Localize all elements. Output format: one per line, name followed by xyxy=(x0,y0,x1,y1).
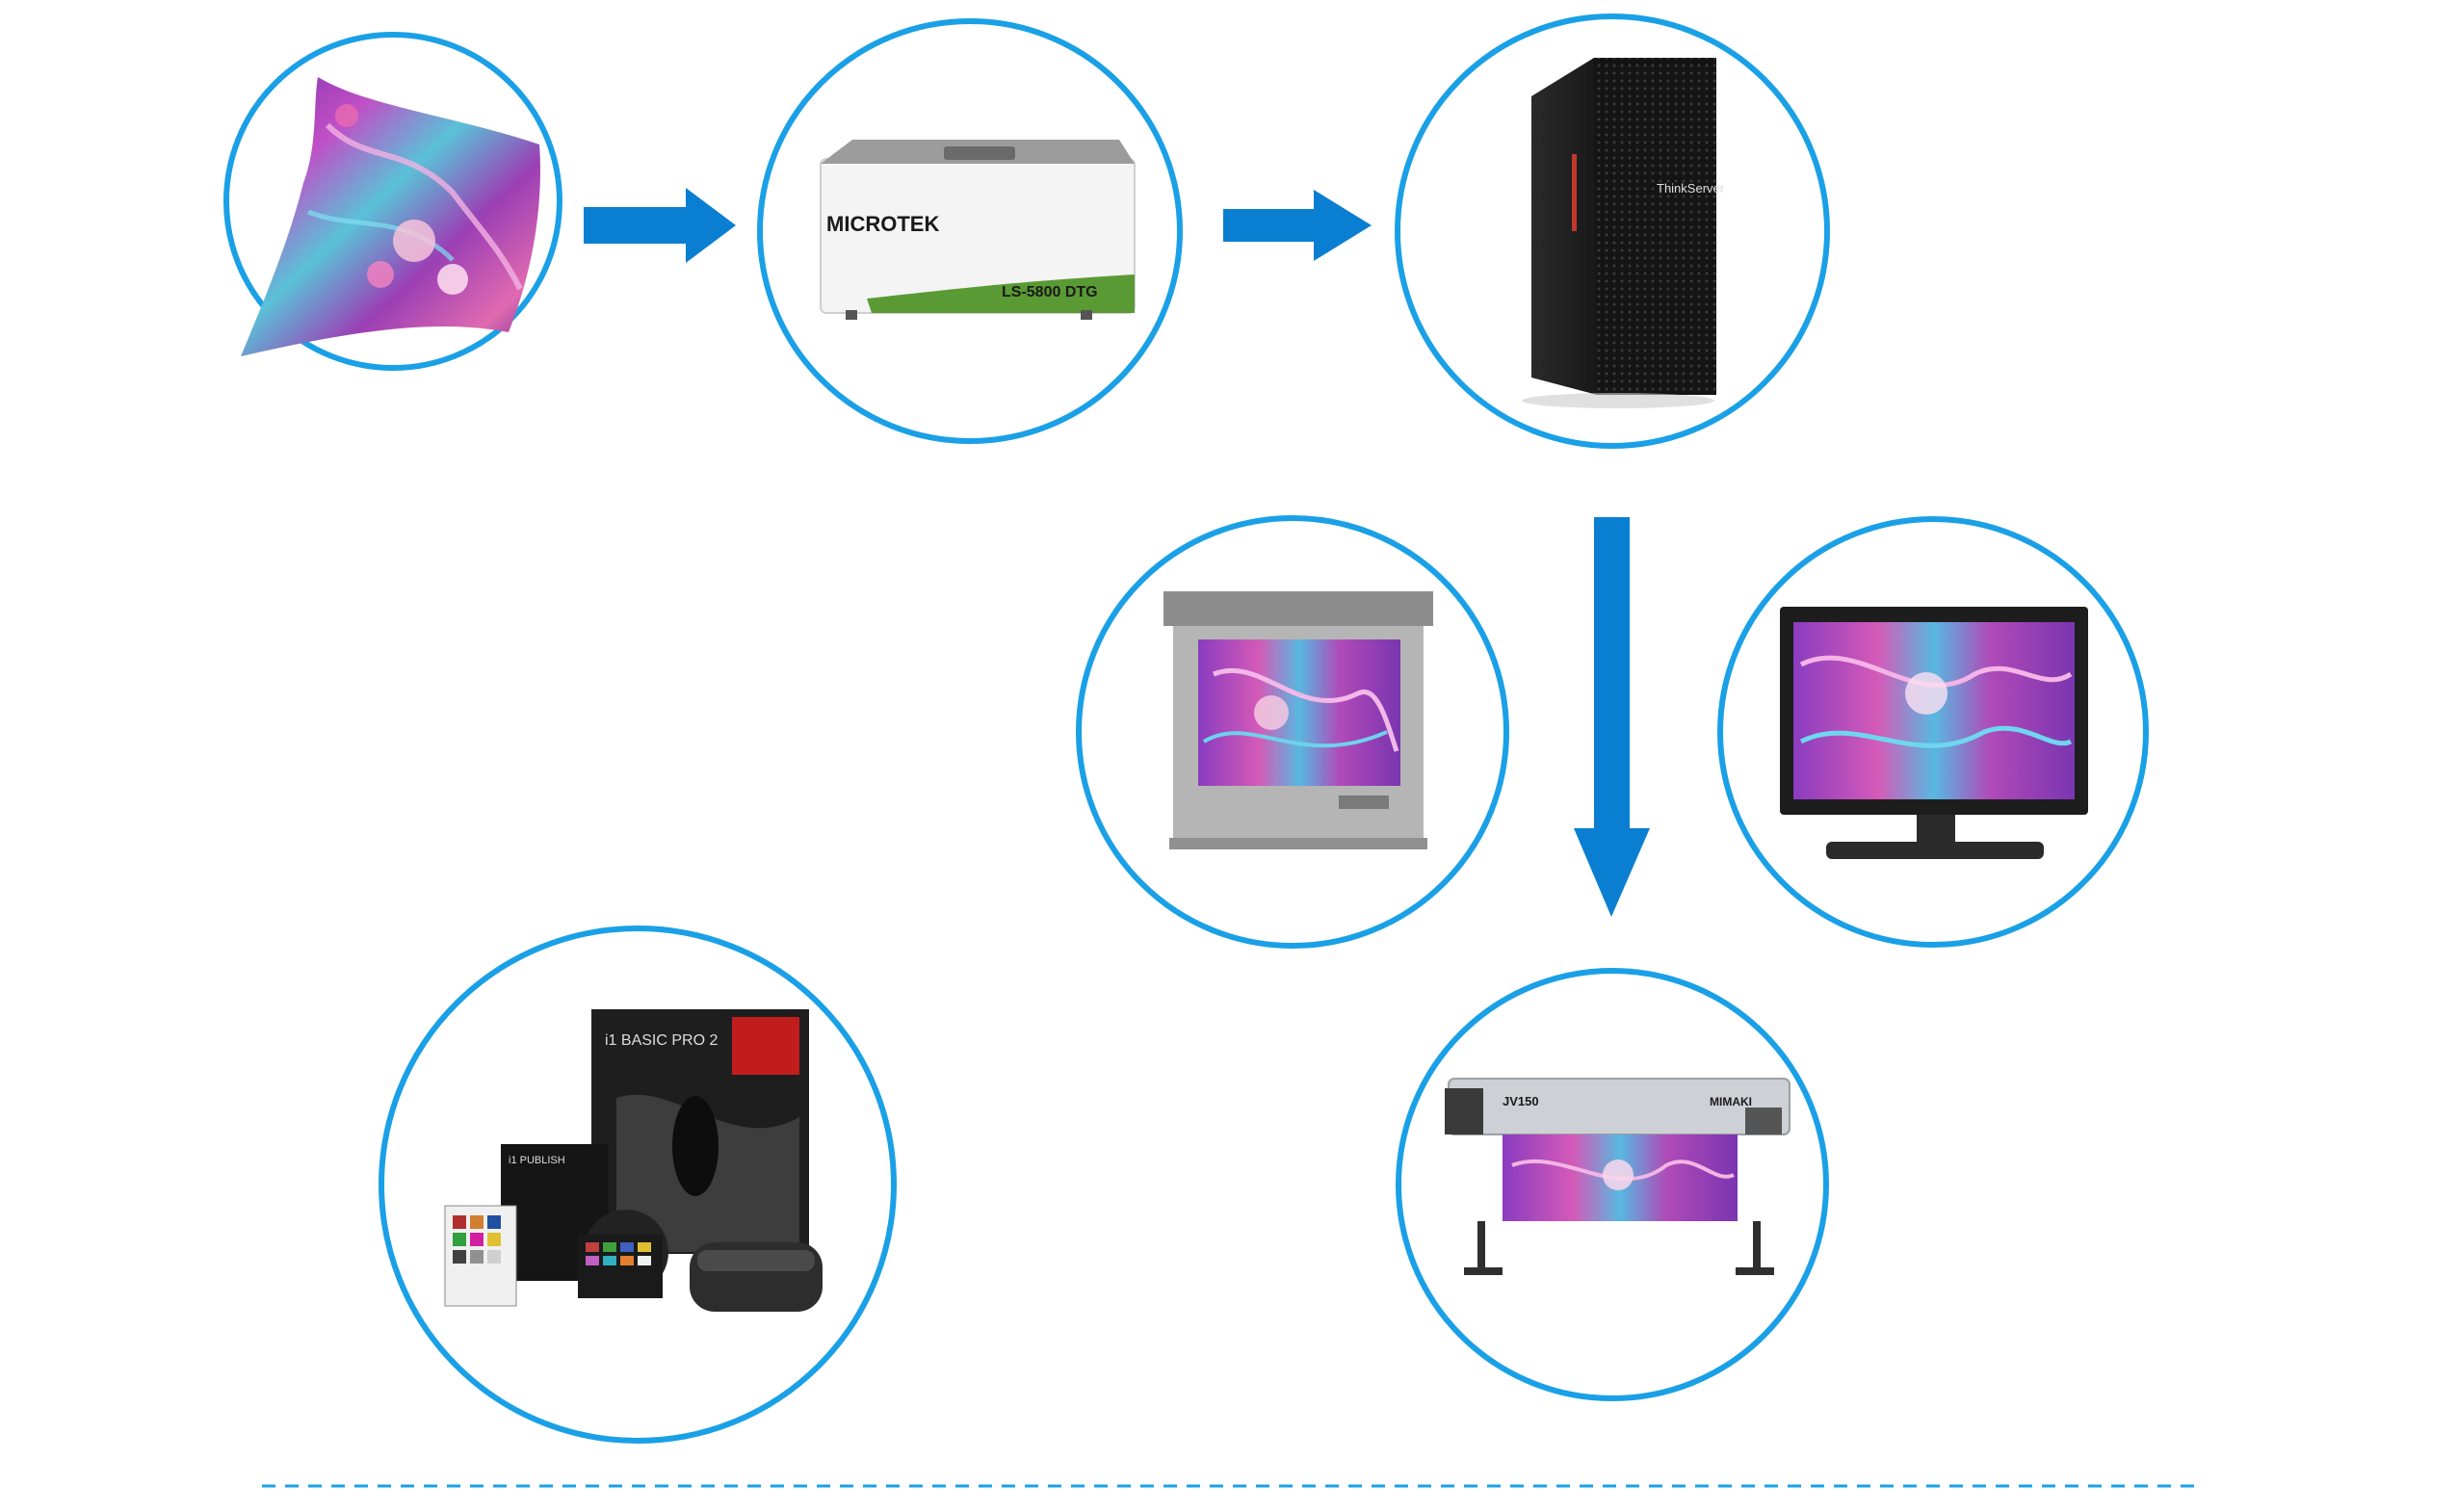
arrow-scanner-to-server xyxy=(1223,190,1372,261)
server-brand-label: ThinkServer xyxy=(1657,181,1725,196)
printer-brand-label: JV150 xyxy=(1503,1094,1539,1108)
printer-maker-label: MIMAKI xyxy=(1710,1095,1752,1108)
printed-fabric-icon xyxy=(241,77,540,356)
kit-box-title: i1 BASIC PRO 2 xyxy=(605,1032,718,1049)
kit-sub-box-title: i1 PUBLISH xyxy=(509,1155,565,1166)
arrow-fabric-to-scanner xyxy=(584,188,736,263)
light-booth-icon xyxy=(1163,591,1433,849)
calibration-kit-icon: i1 BASIC PRO 2 i1 PUBLISH xyxy=(444,1009,823,1312)
monitor-icon xyxy=(1780,607,2088,859)
textile-printer-icon: JV150 MIMAKI xyxy=(1445,1078,1790,1275)
tower-server-icon: ThinkServer xyxy=(1522,58,1725,408)
scanner-brand-label: MICROTEK xyxy=(826,212,939,236)
scanner-icon: MICROTEK LS-5800 DTG xyxy=(820,140,1136,320)
arrow-server-to-printer xyxy=(1574,517,1650,917)
scanner-model-label: LS-5800 DTG xyxy=(1002,284,1098,300)
